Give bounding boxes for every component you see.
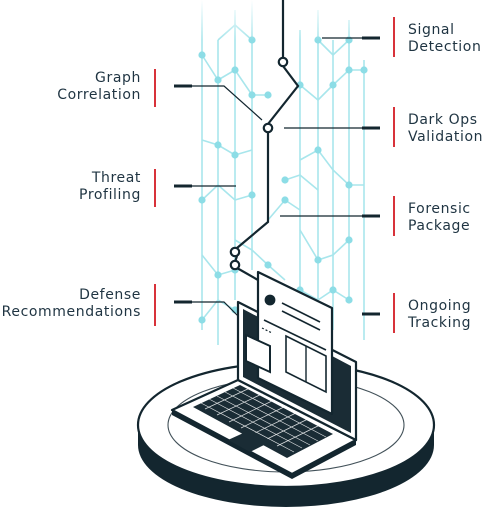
path-nodes xyxy=(229,56,289,271)
label-forensic-package: Forensic Package xyxy=(408,201,471,235)
accent-bar xyxy=(154,169,156,207)
label-ongoing-tracking: Ongoing Tracking xyxy=(408,298,471,332)
accent-bar xyxy=(154,284,156,326)
label-line: Recommendations xyxy=(1,304,141,320)
leader-lines-left xyxy=(174,84,263,319)
accent-bar xyxy=(393,196,395,236)
accent-bar xyxy=(393,107,395,147)
label-line: Detection xyxy=(408,39,482,55)
label-dark-ops-validation: Dark Ops Validation xyxy=(408,112,483,146)
main-signal-path xyxy=(233,0,300,281)
label-line: Graph xyxy=(95,70,141,86)
accent-bar xyxy=(393,293,395,333)
laptop xyxy=(170,270,358,479)
label-graph-correlation: Graph Correlation xyxy=(57,70,141,104)
label-defense-recommendations: Defense Recommendations xyxy=(2,287,141,321)
label-line: Ongoing xyxy=(408,298,472,314)
accent-bar xyxy=(154,69,156,107)
label-line: Profiling xyxy=(79,187,141,203)
accent-bar xyxy=(393,17,395,57)
leader-lines-right xyxy=(280,36,380,316)
label-line: Dark Ops xyxy=(408,112,478,128)
label-line: Forensic xyxy=(408,201,471,217)
cyan-nodes xyxy=(198,36,368,324)
label-signal-detection: Signal Detection xyxy=(408,22,481,56)
label-line: Tracking xyxy=(408,315,472,331)
label-line: Correlation xyxy=(57,87,141,103)
label-line: Package xyxy=(408,218,471,234)
label-line: Threat xyxy=(91,170,141,186)
label-line: Validation xyxy=(408,129,484,145)
label-threat-profiling: Threat Profiling xyxy=(79,170,141,204)
label-line: Signal xyxy=(408,22,455,38)
label-line: Defense xyxy=(79,287,141,303)
